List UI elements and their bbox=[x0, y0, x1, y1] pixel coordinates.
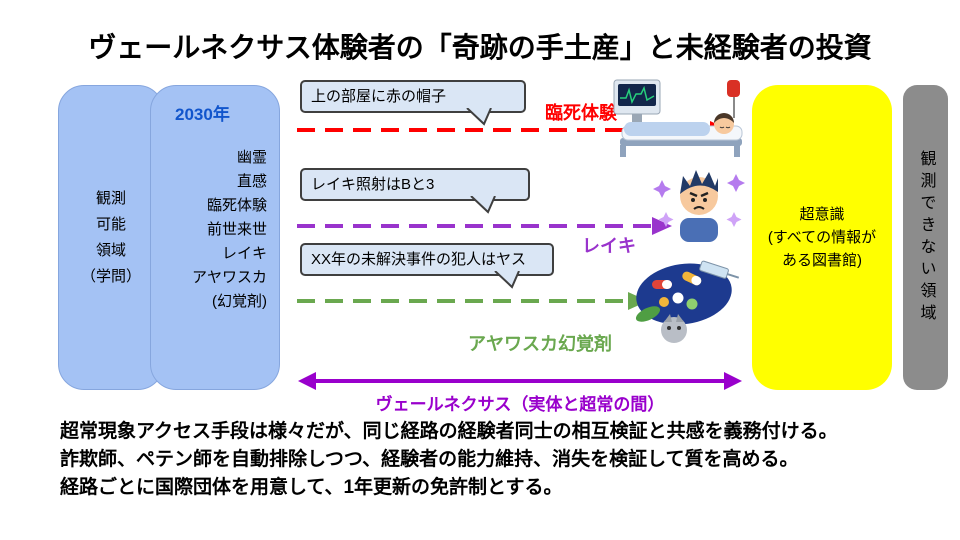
unobservable-domain-label: 観測できない領域 bbox=[917, 149, 935, 326]
speech-bubble-text: XX年の未解決事件の犯人はヤス bbox=[311, 251, 527, 268]
footer-line: 経路ごとに国際団体を用意して、1年更新の免許制とする。 bbox=[60, 477, 563, 498]
experience-item: (幻覚剤) bbox=[212, 293, 267, 310]
experience-item: 直感 bbox=[236, 173, 267, 190]
drugs-and-syringe-illustration bbox=[620, 254, 748, 349]
speech-bubble-ayahuasca: XX年の未解決事件の犯人はヤス bbox=[300, 243, 554, 289]
hospital-bed-patient-illustration bbox=[612, 78, 747, 158]
experience-list: 幽霊 直感 臨死体験 前世来世 レイキ アヤワスカ (幻覚剤) bbox=[192, 146, 267, 314]
year-label: 2030年 bbox=[175, 105, 230, 124]
speech-bubble-reiki: レイキ照射はBと3 bbox=[300, 168, 530, 214]
experience-item: 臨死体験 bbox=[206, 197, 267, 214]
angry-person-icon bbox=[653, 170, 745, 242]
angry-person-purple-aura-illustration bbox=[652, 160, 747, 242]
experience-item: 幽霊 bbox=[236, 149, 267, 166]
experience-item: アヤワスカ bbox=[191, 269, 267, 286]
experience-item: レイキ bbox=[221, 245, 267, 262]
experience-list-box: 2030年 幽霊 直感 臨死体験 前世来世 レイキ アヤワスカ (幻覚剤) bbox=[150, 85, 280, 390]
nexus-arrowhead-right bbox=[724, 372, 742, 390]
footer-line: 超常現象アクセス手段は様々だが、同じ経路の経験者同士の相互検証と共感を義務付ける… bbox=[60, 421, 838, 442]
nexus-label: ヴェールネクサス（実体と超常の間） bbox=[375, 395, 665, 414]
bubble-tail bbox=[466, 108, 492, 126]
reiki-label: レイキ bbox=[582, 236, 636, 256]
bubble-tail bbox=[470, 196, 496, 214]
nexus-arrowhead-left bbox=[298, 372, 316, 390]
hospital-bed-patient-icon bbox=[613, 79, 743, 157]
speech-bubble-text: レイキ照射はBと3 bbox=[311, 176, 435, 193]
drugs-collage-icon bbox=[635, 260, 740, 343]
speech-bubble-near-death: 上の部屋に赤の帽子 bbox=[300, 80, 526, 126]
footer-text: 超常現象アクセス手段は様々だが、同じ経路の経験者同士の相互検証と共感を義務付ける… bbox=[60, 418, 940, 502]
unobservable-domain-box: 観測できない領域 bbox=[903, 85, 948, 390]
superconscious-box: 超意識 (すべての情報がある図書館) bbox=[752, 85, 892, 390]
observable-domain-box: 観測 可能 領域 （学問） bbox=[58, 85, 164, 390]
speech-bubble-text: 上の部屋に赤の帽子 bbox=[311, 88, 447, 105]
experience-item: 前世来世 bbox=[206, 221, 267, 238]
superconscious-label: 超意識 (すべての情報がある図書館) bbox=[767, 206, 877, 269]
bubble-tail bbox=[494, 271, 520, 289]
near-death-label: 臨死体験 bbox=[545, 103, 617, 123]
footer-line: 詐欺師、ペテン師を自動排除しつつ、経験者の能力維持、消失を検証して質を高める。 bbox=[60, 449, 799, 470]
slide-title: ヴェールネクサス体験者の「奇跡の手土産」と未経験者の投資 bbox=[88, 32, 872, 63]
ayahuasca-label: アヤワスカ幻覚剤 bbox=[468, 334, 612, 354]
observable-domain-label: 観測 可能 領域 （学問） bbox=[80, 189, 141, 285]
